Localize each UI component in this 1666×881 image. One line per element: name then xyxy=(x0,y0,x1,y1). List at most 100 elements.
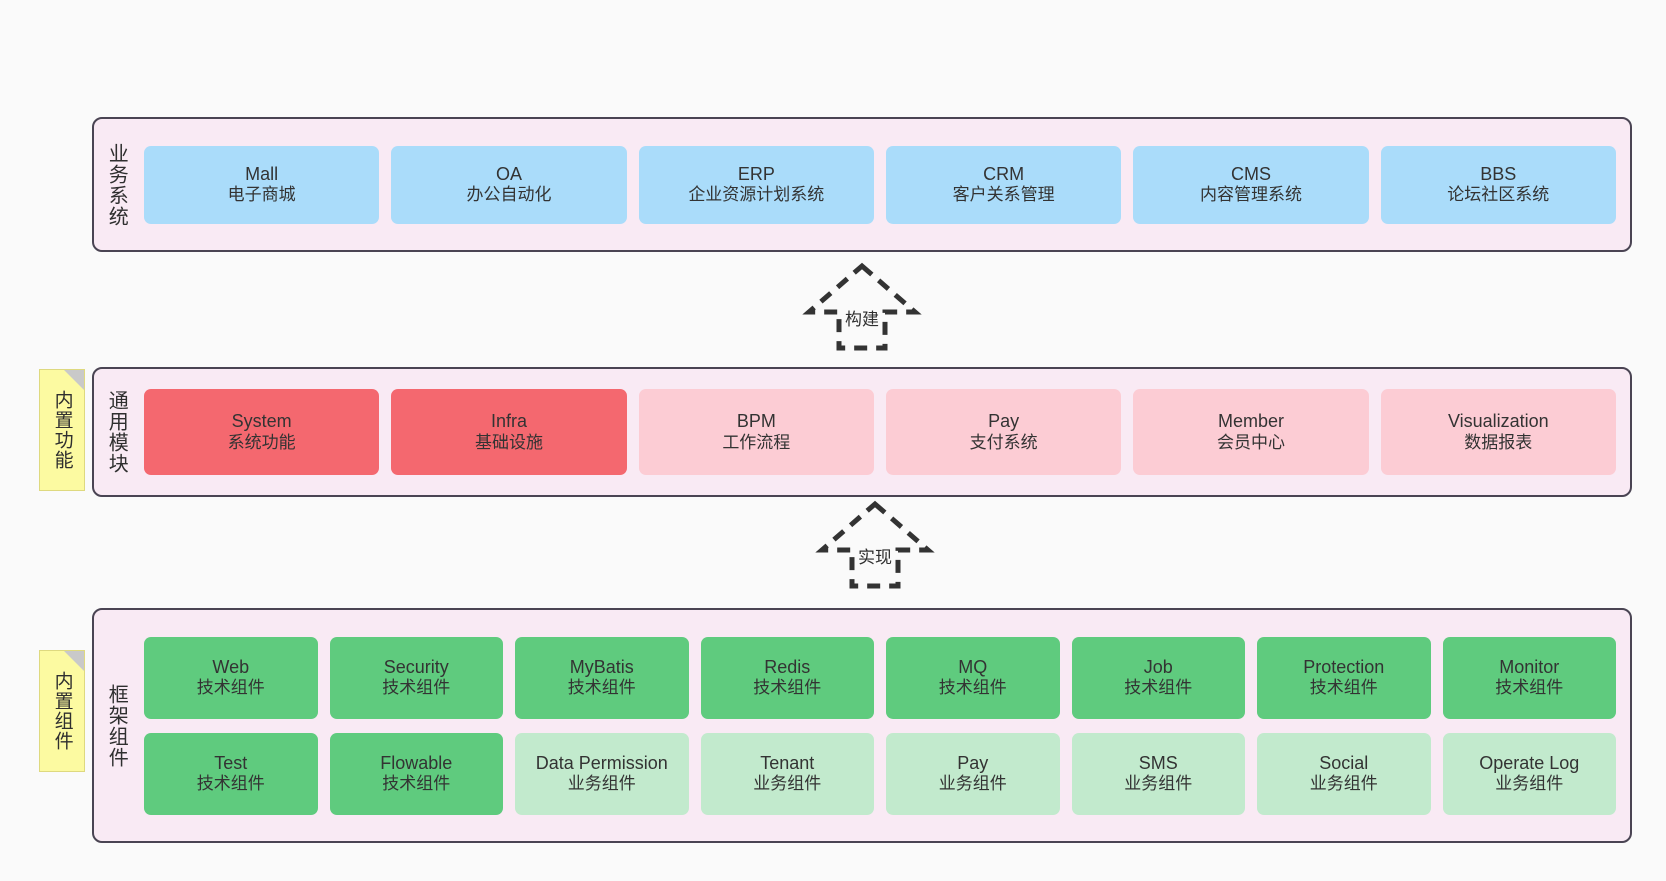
card-social[interactable]: Social 业务组件 xyxy=(1257,732,1431,815)
card-subtitle: 技术组件 xyxy=(567,678,636,698)
layer-body-framework-components: Web 技术组件 Security 技术组件 MyBatis 技术组件 Redi… xyxy=(138,610,1630,841)
card-subtitle: 技术组件 xyxy=(382,678,451,698)
card-mq[interactable]: MQ 技术组件 xyxy=(886,636,1060,719)
card-title: Member xyxy=(1217,411,1284,431)
card-crm[interactable]: CRM 客户关系管理 xyxy=(885,145,1122,224)
card-erp[interactable]: ERP 企业资源计划系统 xyxy=(638,145,874,224)
note-fold-corner-icon xyxy=(64,370,84,390)
card-subtitle: 技术组件 xyxy=(1309,678,1378,698)
card-monitor[interactable]: Monitor 技术组件 xyxy=(1442,636,1616,719)
framework-row-business: Test 技术组件 Flowable 技术组件 Data Permission … xyxy=(144,732,1616,815)
card-title: CMS xyxy=(1230,163,1271,184)
layer-body-business-systems: Mall 电子商城 OA 办公自动化 ERP 企业资源计划系统 CRM 客户关系… xyxy=(138,119,1630,250)
card-title: Data Permission xyxy=(535,752,668,773)
layer-business-systems: 业务系统 Mall 电子商城 OA 办公自动化 ERP 企业资源计划系统 CRM… xyxy=(92,117,1632,252)
arrow-implement-label: 实现 xyxy=(858,548,892,567)
card-title: Social xyxy=(1319,752,1369,773)
arrow-implement: 实现 xyxy=(800,500,950,592)
card-data-permission[interactable]: Data Permission 业务组件 xyxy=(515,732,689,815)
card-title: BPM xyxy=(736,411,776,431)
framework-row-tech: Web 技术组件 Security 技术组件 MyBatis 技术组件 Redi… xyxy=(144,636,1616,719)
card-subtitle: 内容管理系统 xyxy=(1199,185,1302,205)
card-subtitle: 支付系统 xyxy=(969,432,1038,452)
card-title: OA xyxy=(495,163,522,184)
card-subtitle: 业务组件 xyxy=(567,774,636,794)
card-subtitle: 办公自动化 xyxy=(466,185,552,205)
card-security[interactable]: Security 技术组件 xyxy=(329,636,503,719)
card-subtitle: 会员中心 xyxy=(1216,432,1285,452)
card-test[interactable]: Test 技术组件 xyxy=(144,732,318,815)
card-title: ERP xyxy=(737,163,775,184)
card-subtitle: 技术组件 xyxy=(753,678,822,698)
card-title: Flowable xyxy=(380,752,453,773)
card-subtitle: 客户关系管理 xyxy=(952,185,1055,205)
note-builtin-features: 内置功能 xyxy=(39,369,85,491)
card-title: Operate Log xyxy=(1479,752,1580,773)
card-title: Web xyxy=(212,656,250,677)
card-title: Monitor xyxy=(1499,656,1560,677)
card-title: SMS xyxy=(1138,752,1178,773)
card-title: Security xyxy=(383,656,449,677)
card-protection[interactable]: Protection 技术组件 xyxy=(1257,636,1431,719)
card-visualization[interactable]: Visualization 数据报表 xyxy=(1380,389,1616,475)
layer-title-common-modules: 通用模块 xyxy=(105,390,128,474)
card-subtitle: 工作流程 xyxy=(722,432,791,452)
card-title: Visualization xyxy=(1447,411,1549,431)
layer-common-modules: 通用模块 System 系统功能 Infra 基础设施 BPM 工作流程 Pay… xyxy=(92,367,1632,497)
card-subtitle: 业务组件 xyxy=(1495,774,1564,794)
card-sms[interactable]: SMS 业务组件 xyxy=(1071,732,1245,815)
card-tenant[interactable]: Tenant 业务组件 xyxy=(700,732,874,815)
card-redis[interactable]: Redis 技术组件 xyxy=(700,636,874,719)
layer-title-framework-components: 框架组件 xyxy=(105,683,128,768)
card-system[interactable]: System 系统功能 xyxy=(144,389,380,475)
card-subtitle: 业务组件 xyxy=(753,774,822,794)
card-subtitle: 技术组件 xyxy=(382,774,451,794)
card-subtitle: 系统功能 xyxy=(227,432,296,452)
card-infra[interactable]: Infra 基础设施 xyxy=(391,389,627,475)
card-subtitle: 业务组件 xyxy=(938,774,1007,794)
card-bbs[interactable]: BBS 论坛社区系统 xyxy=(1380,145,1616,224)
card-cms[interactable]: CMS 内容管理系统 xyxy=(1133,145,1369,224)
card-title: BBS xyxy=(1480,163,1517,184)
card-title: System xyxy=(231,411,292,431)
card-title: Job xyxy=(1143,656,1173,677)
card-pay-component[interactable]: Pay 业务组件 xyxy=(886,732,1060,815)
card-title: CRM xyxy=(983,163,1025,184)
card-subtitle: 论坛社区系统 xyxy=(1447,185,1550,205)
card-title: Mall xyxy=(245,163,279,184)
card-member[interactable]: Member 会员中心 xyxy=(1133,389,1369,475)
card-title: Pay xyxy=(988,411,1020,431)
card-title: Infra xyxy=(490,411,527,431)
card-job[interactable]: Job 技术组件 xyxy=(1071,636,1245,719)
card-subtitle: 技术组件 xyxy=(938,678,1007,698)
card-mybatis[interactable]: MyBatis 技术组件 xyxy=(515,636,689,719)
card-subtitle: 技术组件 xyxy=(196,774,265,794)
arrow-build: 构建 xyxy=(787,262,937,354)
note-builtin-components: 内置组件 xyxy=(39,650,85,772)
card-mall[interactable]: Mall 电子商城 xyxy=(144,145,380,224)
card-subtitle: 业务组件 xyxy=(1309,774,1378,794)
card-title: Protection xyxy=(1303,656,1385,677)
card-subtitle: 技术组件 xyxy=(196,678,265,698)
card-subtitle: 基础设施 xyxy=(474,432,543,452)
card-title: Pay xyxy=(957,752,989,773)
layer-body-common-modules: System 系统功能 Infra 基础设施 BPM 工作流程 Pay 支付系统… xyxy=(138,369,1630,495)
card-oa[interactable]: OA 办公自动化 xyxy=(391,145,627,224)
note-label: 内置组件 xyxy=(51,671,73,751)
card-subtitle: 数据报表 xyxy=(1464,432,1533,452)
card-flowable[interactable]: Flowable 技术组件 xyxy=(329,732,503,815)
card-subtitle: 业务组件 xyxy=(1124,774,1193,794)
card-operate-log[interactable]: Operate Log 业务组件 xyxy=(1442,732,1616,815)
card-title: MQ xyxy=(958,656,988,677)
arrow-build-label: 构建 xyxy=(845,310,879,329)
card-bpm[interactable]: BPM 工作流程 xyxy=(638,389,874,475)
card-title: Tenant xyxy=(760,752,815,773)
layer-title-business-systems: 业务系统 xyxy=(105,142,128,227)
card-title: Test xyxy=(214,752,248,773)
card-web[interactable]: Web 技术组件 xyxy=(144,636,318,719)
note-label: 内置功能 xyxy=(51,390,73,470)
card-pay-module[interactable]: Pay 支付系统 xyxy=(885,389,1122,475)
card-subtitle: 电子商城 xyxy=(227,185,296,205)
card-subtitle: 企业资源计划系统 xyxy=(688,185,825,205)
